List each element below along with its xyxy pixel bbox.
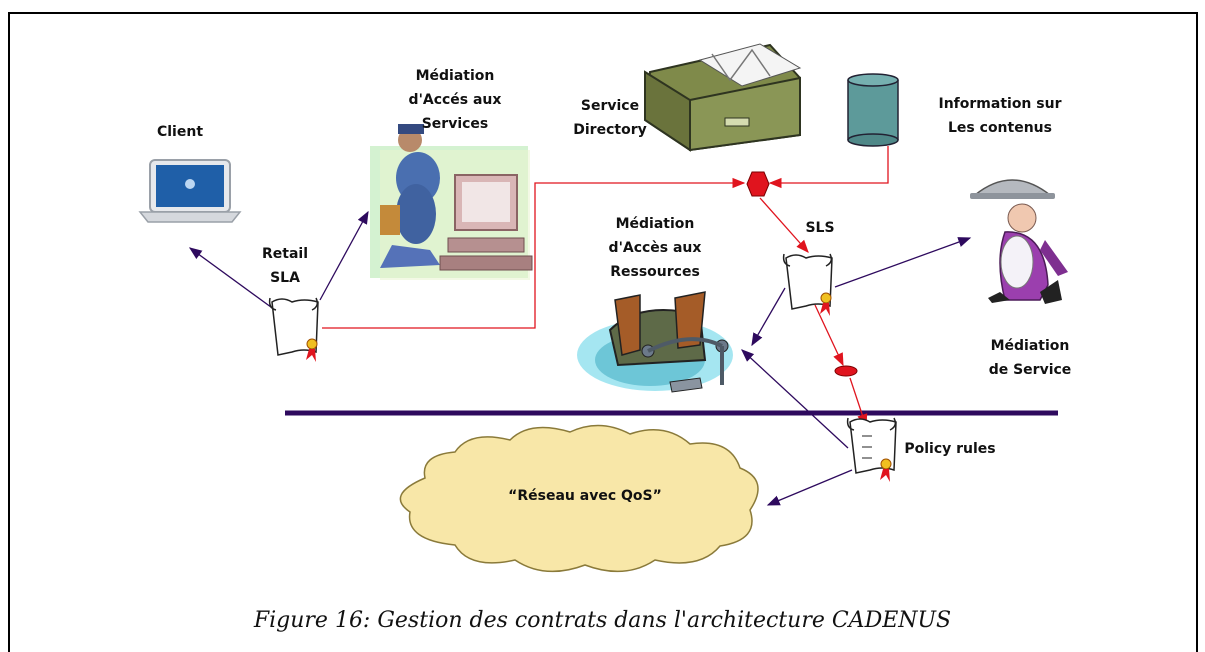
label-line: Service [580,98,640,114]
figure-caption: Figure 16: Gestion des contrats dans l'a… [253,608,952,633]
purple-arrows [188,210,972,506]
retail-sla-certificate-icon [268,297,319,362]
service-mediation-label: Médiation de Service [975,334,1085,382]
service-access-mediation-label: Médiation d'Accés aux Services [385,64,525,136]
retail-sla-label: Retail SLA [255,242,315,290]
label-line: Information sur [938,96,1062,112]
label-line: Retail [261,246,308,262]
policy-rules-certificate-icon [846,417,897,482]
policy-rules-label: Policy rules [904,441,996,457]
content-information-label: Information sur Les contenus [930,92,1070,140]
label-line: Médiation [615,216,695,232]
label-line: Ressources [610,264,700,280]
service-access-mediation-clipart [370,124,533,280]
label-line: Médiation [990,338,1070,354]
resource-access-mediation-label: Médiation d'Accès aux Ressources [585,212,725,284]
network-cloud-label: “Réseau avec QoS” [508,488,662,504]
service-directory-label: Service Directory [565,94,655,142]
figure-frame [8,12,1198,652]
label-line: de Service [988,362,1072,378]
directory-connector-node [746,171,770,197]
database-icon [847,73,899,147]
client-label: Client [156,124,204,140]
service-directory-box-icon [643,43,802,152]
label-line: Les contenus [948,120,1052,136]
label-line: Directory [573,122,647,138]
laptop-icon [138,159,242,223]
red-connection-lines [322,146,889,428]
label-line: d'Accès aux [608,240,702,256]
network-cloud [399,424,759,573]
policy-connector-node [834,365,858,377]
sls-label: SLS [805,220,835,236]
resource-access-mediation-clipart [577,291,733,393]
sls-certificate-icon [782,253,833,316]
label-line: SLA [270,270,300,286]
label-line: d'Accés aux [408,92,502,108]
service-mediation-waiter-clipart [970,179,1068,304]
label-line: Médiation [415,68,495,84]
label-line: Services [421,116,489,132]
